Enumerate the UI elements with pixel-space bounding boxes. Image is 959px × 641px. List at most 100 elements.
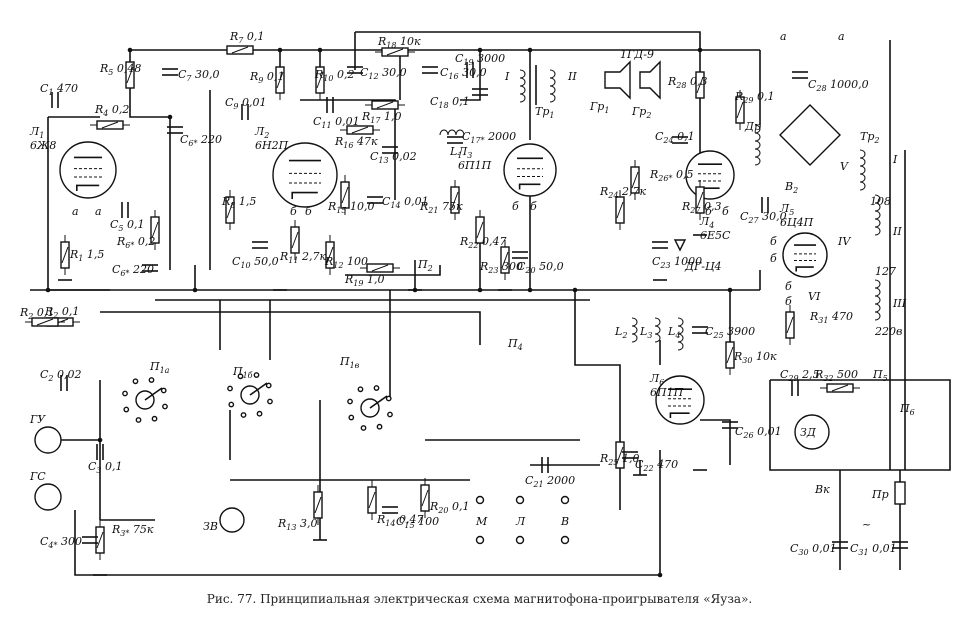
winding-label: V — [840, 160, 849, 173]
vacuum-tube-icon — [272, 142, 338, 208]
wire — [355, 31, 701, 50]
diode-icon — [673, 239, 687, 252]
coil-l2 — [631, 317, 638, 343]
switch-p1a-label: П1а — [149, 360, 170, 375]
resistor-mark — [326, 246, 334, 264]
switch-contact — [123, 406, 130, 413]
wire — [460, 50, 481, 101]
resistor-mark — [368, 491, 376, 509]
resistor-label-R5: R5 0,48 — [99, 62, 141, 77]
capacitor-label-C18: C18 0,1 — [430, 95, 470, 110]
speaker-icon — [604, 60, 631, 100]
switch-contact — [348, 414, 355, 421]
resistor-mark — [451, 191, 459, 209]
wire — [74, 510, 660, 576]
junction-dot — [477, 47, 483, 53]
head-gs-label: ГС — [29, 470, 46, 483]
filament-a-label: а — [95, 205, 102, 218]
transformer-tr1-secondary — [549, 69, 556, 103]
capacitor-label-C11: C11 0,01 — [313, 115, 360, 130]
resistor-mark — [341, 186, 349, 204]
winding-II-label: II — [567, 70, 577, 83]
resistor-mark — [371, 264, 389, 272]
switch-contact — [347, 398, 353, 405]
switch-blade — [369, 395, 388, 409]
resistor-mark — [386, 48, 404, 56]
junction-dot — [477, 287, 483, 293]
filament-b-label: б — [785, 280, 792, 293]
switch-contact — [376, 423, 383, 430]
transformer-tr1-primary — [519, 69, 526, 103]
filament-b-label: б — [770, 235, 777, 248]
terminal-a-label: а — [838, 30, 845, 43]
capacitor-label-C29: C29 2,5 — [780, 368, 820, 383]
switch-contact — [132, 378, 139, 385]
tube-cathode — [291, 191, 318, 199]
capacitor-label-C3: C3 0,1 — [88, 460, 123, 475]
resistor-label-R10: R10 0,2 — [314, 68, 354, 83]
filament-b-label: б — [705, 205, 712, 218]
wire — [574, 290, 621, 510]
switch-contact — [227, 385, 233, 392]
switch-contact — [267, 398, 273, 405]
resistor-mark — [421, 489, 429, 507]
vacuum-tube-icon — [59, 141, 117, 199]
resistor-label-R16: R16 47к — [334, 135, 378, 150]
resistor-mark — [616, 446, 624, 464]
junction-dot — [277, 47, 283, 53]
terminal-a-label: а — [780, 30, 787, 43]
winding-label: IV — [837, 235, 851, 248]
capacitor-label-C16: C16 30,0 — [440, 66, 487, 81]
resistor-mark — [61, 246, 69, 264]
switch-blade — [144, 387, 163, 401]
output-jack — [560, 535, 570, 545]
capacitor-label-C25: C25 3900 — [705, 325, 755, 340]
junction-dot — [657, 572, 663, 578]
wire — [345, 265, 441, 276]
switch-contact — [253, 372, 260, 378]
output-jack — [515, 495, 525, 505]
switch-contact — [240, 412, 247, 418]
ac-symbol: ~ — [862, 518, 871, 531]
switch-contact — [135, 417, 142, 423]
switch-p1b-label: П1б — [232, 365, 253, 380]
resistor-label-R1: R1 1,5 — [69, 248, 104, 263]
voltage-tap-label: 108 — [870, 195, 891, 208]
vacuum-tube-icon — [782, 232, 828, 278]
resistor-label-R7: R7 0,1 — [229, 30, 264, 45]
capacitor-label-C24: C24 0,1 — [655, 130, 695, 145]
wire — [700, 419, 731, 465]
power-switch-label: Вк — [814, 483, 830, 496]
resistor-label-R6*: R6* 0,2 — [116, 235, 155, 250]
resistor-label-R8: R8 1,5 — [221, 195, 256, 210]
junction-dot — [45, 287, 51, 293]
tube-cathode — [795, 266, 814, 272]
filament-b-label: б — [530, 200, 537, 213]
capacitor-label-C5: C5 0,1 — [110, 218, 145, 233]
resistor-label-R25: R25 1,0 — [599, 452, 639, 467]
resistor-label-R30: R30 10к — [733, 350, 777, 365]
capacitor-label-C21: C21 2000 — [525, 474, 575, 489]
resistor-label-R28: R28 0,3 — [667, 75, 707, 90]
resistor-label-R24: R24 2,7к — [599, 185, 646, 200]
switch-contact — [360, 425, 367, 431]
coil-l4-label: L4 — [667, 325, 680, 340]
resistor-mark — [231, 46, 249, 54]
head-gs-icon — [34, 483, 62, 511]
resistor-mark — [501, 251, 509, 269]
output-jack — [515, 535, 525, 545]
resistor-label-R19: R19 1,0 — [344, 273, 384, 288]
capacitor-label-C7: C7 30,0 — [178, 68, 220, 83]
vacuum-tube-icon — [503, 143, 557, 197]
figure-caption: Рис. 77. Принципиальная электрическая сх… — [206, 592, 753, 606]
resistor-label-R15: R15 10,0 — [327, 200, 374, 215]
speaker-type-label: 1ГД-9 — [620, 48, 654, 61]
wire — [100, 311, 481, 345]
output-jack-label: В — [560, 515, 569, 528]
resistor-mark — [351, 126, 369, 134]
transformer-tr2-label: Тр2 — [860, 130, 879, 145]
resistor-label-R20: R20 0,1 — [429, 500, 469, 515]
transformer-tr2-primary — [859, 149, 866, 191]
capacitor-label-C6*: C6* 220 — [112, 263, 154, 278]
